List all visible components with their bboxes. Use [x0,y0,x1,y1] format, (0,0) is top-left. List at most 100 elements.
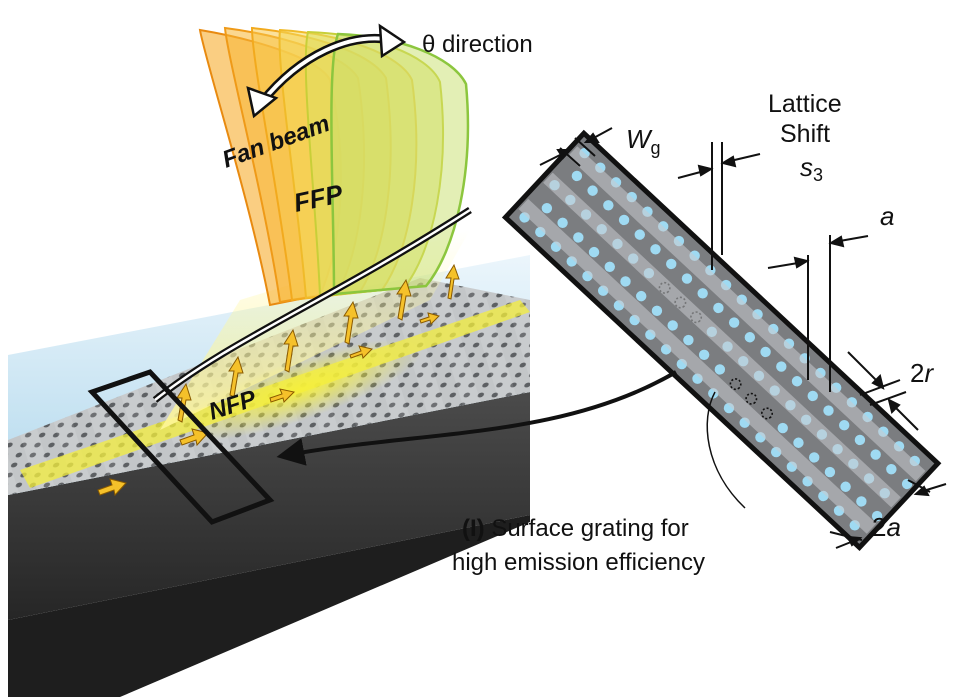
two-a-label: 2a [872,512,901,542]
wg-dimension [539,127,613,167]
grating-hole [840,481,851,492]
grating-hole [541,202,553,214]
lattice-shift-arrow-head [697,164,714,177]
grating-hole [603,200,614,211]
strip-array [518,146,926,534]
grating-hole [587,185,598,196]
grating-hole [557,217,568,229]
propagation-arrow [269,388,296,403]
two-r-label-number: 2 [910,358,924,388]
lattice-shift-arrow-head [720,155,737,168]
grating-hole [808,452,820,463]
wg-arrow-head [583,132,600,143]
grating-light-strip [518,198,877,534]
grating-hole [854,434,866,446]
nfp-glow [176,339,424,441]
grating-hole [791,376,803,387]
caption-marker: (I) [462,515,485,542]
grating-hole [871,510,883,522]
caption-leader-line [706,391,746,509]
two-a-dimension [829,479,947,549]
grating-light-strip [543,172,901,508]
grating-hole [713,302,724,314]
lattice-label: Lattice [768,90,842,118]
shift-label: Shift [780,120,830,148]
grating-hole [683,334,694,346]
two-r-dimension [847,351,919,431]
emission-arrow [445,263,460,300]
grating-hole [697,288,708,299]
propagation-arrow [179,428,209,447]
grating-hole [588,246,600,258]
a-label: a [880,201,894,231]
propagation-arrow [419,312,440,325]
grating-hole [573,232,584,243]
emission-arrow [228,355,244,398]
grating-hole [618,214,630,226]
wg-label-main: W [626,124,653,154]
grating-hole [823,405,834,416]
grating-hole [870,449,881,460]
emission-arrows [176,263,460,423]
grating-hole [620,276,631,287]
two-a-arrow-head [846,535,863,547]
wg-arrow-head [556,149,573,160]
grating-hole [824,466,836,478]
grating-hole [667,320,678,331]
caption-line-2: high emission efficiency [452,549,705,576]
grating-hole [681,273,693,284]
grating-hole [777,422,788,434]
wg-extension-line [574,137,596,157]
nfp-outline-curve-inner [154,208,471,401]
grating-hole [760,346,771,358]
two-r-label-variable: r [924,358,934,388]
grating-hole [571,170,583,182]
grating-hole [634,229,645,240]
grating-hole [838,420,850,431]
a-arrow-head [828,235,845,248]
wg-label: Wg [626,124,661,158]
emission-arrow [283,328,299,373]
a-arrow-head [793,256,810,269]
grating-hole [604,261,615,272]
caption-line-1: (I) Surface grating for [462,515,689,542]
grating-hole [793,437,804,448]
two-r-arrow-head [871,374,885,390]
zoom-connector-arrow [276,370,678,466]
theta-direction-label: θ direction [422,31,533,58]
propagation-arrows [97,312,440,497]
grating-light-strip [567,146,926,482]
two-r-label: 2r [910,358,934,388]
theta-arrowhead-left [246,86,279,119]
a-dimension [767,235,869,392]
grating-hole [886,464,897,475]
two-r-arrow-line [847,351,881,385]
propagation-arrow [97,478,127,497]
grating-hole [776,361,787,372]
grating-hole [636,290,647,302]
grating-hole [856,496,867,507]
wg-label-subscript: g [651,138,661,158]
grating-hole [728,317,740,328]
theta-rotation-arrow-inner [260,36,393,104]
theta-arrowhead-right [378,23,407,59]
substrate-bottom-face [8,515,530,697]
grating-hole [714,364,726,375]
substrate-front-face [8,392,530,620]
two-a-arrow-head [913,485,930,497]
s3-label-main: s [800,152,813,182]
two-r-arrow-head [887,398,901,414]
grating-magnified [501,129,942,551]
s3-label: s3 [800,152,823,185]
grating-hole [651,305,663,316]
grating-hole [744,332,756,343]
two-a-label-number: 2 [872,512,886,542]
emission-arrow [343,300,359,345]
grating-hole [666,258,677,270]
caption-line-1-text: Surface grating for [485,515,689,542]
grating-hole [698,349,710,360]
grating-highlight-box [87,369,275,525]
ffp-fan-beam [198,26,470,307]
emission-arrow [176,382,192,423]
